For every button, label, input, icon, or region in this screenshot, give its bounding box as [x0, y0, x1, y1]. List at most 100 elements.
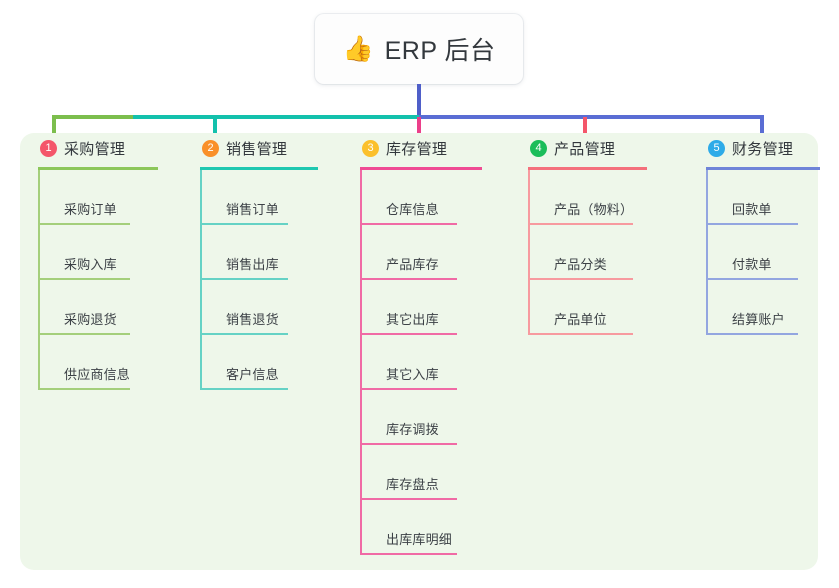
leaf-rule: [200, 388, 288, 390]
column-items-inventory: 仓库信息产品库存其它出库其它入库库存调拨库存盘点出库库明细: [360, 170, 482, 555]
leaf-rule: [360, 553, 457, 555]
leaf-label: 其它出库: [386, 312, 439, 327]
leaf-node[interactable]: 产品单位: [528, 280, 647, 335]
leaf-node[interactable]: 出库库明细: [360, 500, 482, 555]
leaf-rule: [706, 278, 798, 280]
leaf-label: 采购入库: [64, 257, 117, 272]
leaf-label: 产品库存: [386, 257, 439, 272]
leaf-rule: [528, 278, 633, 280]
leaf-label: 采购退货: [64, 312, 117, 327]
leaf-node[interactable]: 采购入库: [38, 225, 158, 280]
leaf-node[interactable]: 结算账户: [706, 280, 820, 335]
leaf-rule: [706, 333, 798, 335]
leaf-rule: [360, 443, 457, 445]
column-product: 4 产品管理产品（物料） 产品分类产品单位: [528, 133, 647, 335]
column-header-inventory[interactable]: 3 库存管理: [360, 133, 482, 163]
column-rule-purchase: [38, 167, 158, 170]
leaf-node[interactable]: 采购退货: [38, 280, 158, 335]
column-items-product: 产品（物料） 产品分类产品单位: [528, 170, 647, 335]
leaf-node[interactable]: 采购订单: [38, 170, 158, 225]
thumbs-up-icon: 👍: [342, 34, 374, 63]
drop-col-5: [760, 117, 764, 143]
column-rule-inventory: [360, 167, 482, 170]
leaf-rule: [706, 223, 798, 225]
column-badge-sales: 2: [202, 139, 219, 157]
leaf-label: 销售订单: [226, 202, 279, 217]
column-sales: 2 销售管理销售订单销售出库销售退货客户信息: [200, 133, 318, 390]
leaf-rule: [360, 498, 457, 500]
leaf-label: 仓库信息: [386, 202, 439, 217]
leaf-node[interactable]: 客户信息: [200, 335, 318, 390]
leaf-label: 销售退货: [226, 312, 279, 327]
leaf-rule: [528, 223, 633, 225]
leaf-label: 客户信息: [226, 367, 279, 382]
leaf-node[interactable]: 销售出库: [200, 225, 318, 280]
column-items-sales: 销售订单销售出库销售退货客户信息: [200, 170, 318, 390]
leaf-label: 库存盘点: [386, 477, 439, 492]
leaf-label: 供应商信息: [64, 367, 131, 382]
leaf-label: 产品（物料）: [554, 202, 634, 217]
drop-col-2: [213, 117, 217, 143]
column-header-product[interactable]: 4 产品管理: [528, 133, 647, 163]
drop-col-3: [417, 117, 421, 143]
column-items-purchase: 采购订单采购入库采购退货供应商信息: [38, 170, 158, 390]
column-spine-finance: [706, 170, 708, 335]
leaf-rule: [38, 388, 130, 390]
segment-green: [52, 115, 133, 119]
column-header-sales[interactable]: 2 销售管理: [200, 133, 318, 163]
column-header-purchase[interactable]: 1 采购管理: [38, 133, 158, 163]
column-badge-finance: 5: [708, 139, 725, 157]
column-badge-inventory: 3: [362, 139, 379, 157]
leaf-node[interactable]: 回款单: [706, 170, 820, 225]
trunk-vertical-line: [417, 84, 421, 118]
leaf-label: 回款单: [732, 202, 772, 217]
leaf-node[interactable]: 产品库存: [360, 225, 482, 280]
leaf-label: 结算账户: [732, 312, 785, 327]
segment-teal: [133, 115, 419, 119]
column-spine-purchase: [38, 170, 40, 390]
leaf-label: 产品单位: [554, 312, 607, 327]
leaf-rule: [38, 278, 130, 280]
leaf-label: 付款单: [732, 257, 772, 272]
leaf-rule: [360, 223, 457, 225]
leaf-node[interactable]: 产品分类: [528, 225, 647, 280]
leaf-node[interactable]: 付款单: [706, 225, 820, 280]
column-title-sales: 销售管理: [226, 140, 288, 158]
leaf-node[interactable]: 销售订单: [200, 170, 318, 225]
column-inventory: 3 库存管理仓库信息产品库存其它出库其它入库库存调拨库存盘点出库库明细: [360, 133, 482, 555]
leaf-node[interactable]: 供应商信息: [38, 335, 158, 390]
leaf-rule: [360, 278, 457, 280]
leaf-node[interactable]: 库存调拨: [360, 390, 482, 445]
leaf-node[interactable]: 仓库信息: [360, 170, 482, 225]
segment-blue: [419, 115, 764, 119]
leaf-node[interactable]: 其它入库: [360, 335, 482, 390]
column-badge-purchase: 1: [40, 139, 57, 157]
leaf-node[interactable]: 其它出库: [360, 280, 482, 335]
root-node-card[interactable]: 👍 ERP 后台: [315, 14, 523, 84]
leaf-rule: [360, 388, 457, 390]
leaf-rule: [38, 223, 130, 225]
column-items-finance: 回款单付款单结算账户: [706, 170, 820, 335]
column-badge-product: 4: [530, 139, 547, 157]
leaf-rule: [200, 333, 288, 335]
leaf-rule: [200, 278, 288, 280]
root-node-title: ERP 后台: [384, 37, 496, 65]
leaf-node[interactable]: 产品（物料）: [528, 170, 647, 225]
column-rule-sales: [200, 167, 318, 170]
leaf-node[interactable]: 库存盘点: [360, 445, 482, 500]
column-rule-product: [528, 167, 647, 170]
leaf-node[interactable]: 销售退货: [200, 280, 318, 335]
column-title-inventory: 库存管理: [386, 140, 448, 158]
column-title-purchase: 采购管理: [64, 140, 126, 158]
column-purchase: 1 采购管理采购订单采购入库采购退货供应商信息: [38, 133, 158, 390]
column-title-product: 产品管理: [554, 140, 616, 158]
leaf-label: 其它入库: [386, 367, 439, 382]
column-spine-inventory: [360, 170, 362, 555]
drop-col-4: [583, 117, 587, 143]
leaf-label: 库存调拨: [386, 422, 439, 437]
leaf-rule: [360, 333, 457, 335]
leaf-label: 销售出库: [226, 257, 279, 272]
leaf-label: 产品分类: [554, 257, 607, 272]
leaf-label: 出库库明细: [386, 532, 453, 547]
